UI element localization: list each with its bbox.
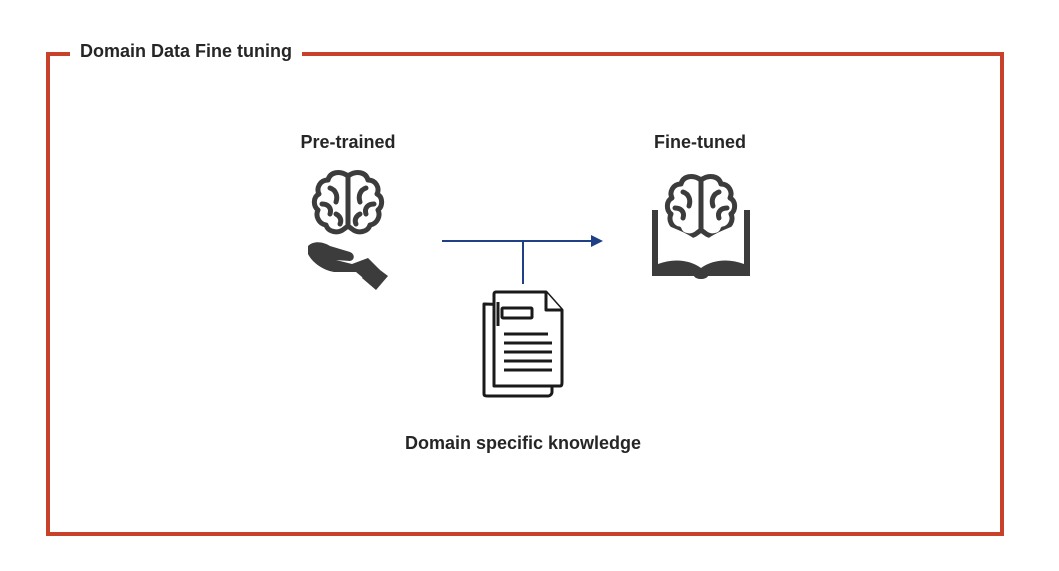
brain-in-hand-icon <box>308 170 388 290</box>
frame-title: Domain Data Fine tuning <box>70 38 303 64</box>
domain-knowledge-label: Domain specific knowledge <box>404 433 642 453</box>
diagram-frame <box>46 52 1004 536</box>
pretrained-label: Pre-trained <box>300 132 396 152</box>
brain-on-book-icon <box>652 174 750 279</box>
finetuned-label: Fine-tuned <box>654 132 746 152</box>
flow-arrow-head <box>591 235 603 247</box>
document-stack-icon <box>482 290 564 398</box>
